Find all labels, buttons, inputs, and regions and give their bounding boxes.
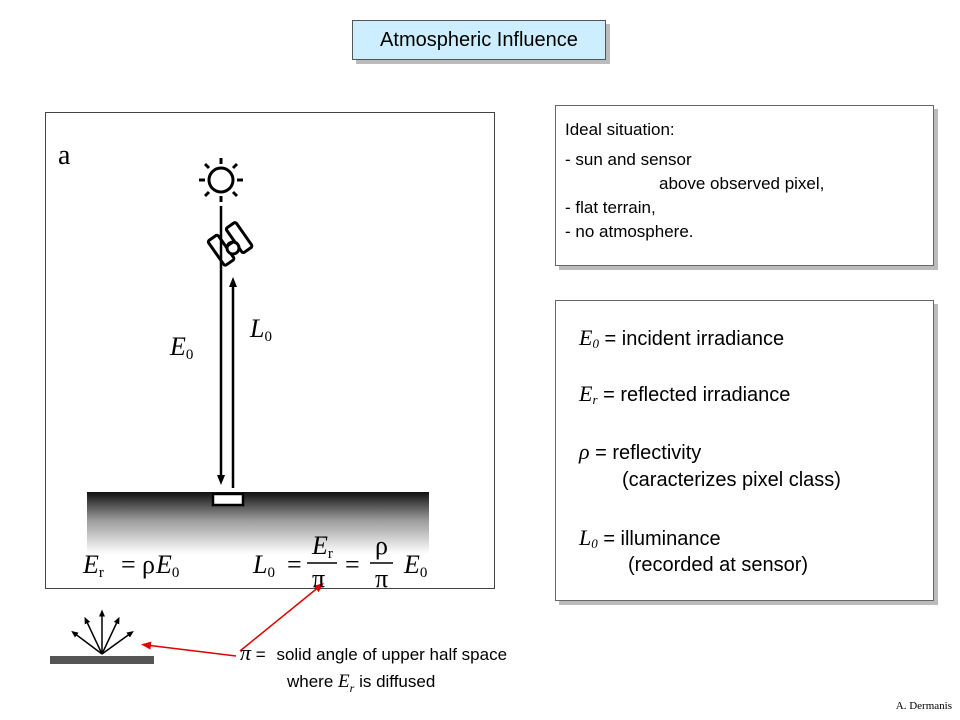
- callout-arrow-to-pi: [239, 582, 324, 652]
- pi-note-line-1: π = solid angle of upper half space: [240, 640, 508, 665]
- def-l0-note: (recorded at sensor): [628, 554, 809, 576]
- def-e0: E0 = incident irradiance: [579, 325, 785, 351]
- def-er: Er = reflected irradiance: [579, 381, 791, 407]
- er-formula-lhs: Er: [83, 550, 104, 581]
- panel-letter: a: [58, 140, 71, 171]
- author-credit: A. Dermanis: [895, 700, 952, 712]
- ideal-heading: Ideal situation:: [565, 120, 675, 139]
- l0-formula-numerator-er: Er: [312, 531, 333, 562]
- def-rho-note: (caracterizes pixel class): [622, 469, 841, 491]
- l0-formula-lhs: L0: [253, 550, 275, 581]
- l0-formula-numerator-rho: ρ: [375, 531, 388, 560]
- ground-surface: [87, 492, 429, 554]
- er-formula-equals: =: [121, 550, 136, 579]
- ideal-line-2: above observed pixel,: [659, 174, 825, 193]
- e0-label: E0: [170, 332, 194, 363]
- callout-arrow-to-icon: [141, 641, 237, 657]
- l0-formula-equals-2: =: [345, 550, 360, 579]
- er-formula-e0: E0: [156, 550, 180, 581]
- satellite-sensor-icon: [206, 221, 254, 267]
- l0-label: L0: [250, 314, 272, 345]
- er-formula-rho: ρ: [142, 550, 155, 579]
- def-rho: ρ = reflectivity: [579, 439, 702, 464]
- pixel-marker: [211, 492, 245, 507]
- def-l0: L0 = illuminance: [579, 525, 721, 551]
- ideal-line-1: - sun and sensor: [565, 150, 692, 169]
- slide-title-text: Atmospheric Influence: [380, 28, 578, 51]
- ideal-line-3: - flat terrain,: [565, 198, 656, 217]
- definitions-box: E0 = incident irradiance Er = reflected …: [555, 300, 934, 601]
- ideal-situation-box: Ideal situation: - sun and sensor above …: [555, 105, 934, 266]
- diagram-frame: [45, 112, 495, 589]
- l0-formula-denominator-pi-2: π: [375, 564, 389, 593]
- ideal-line-4: - no atmosphere.: [565, 222, 694, 241]
- diffuse-reflection-icon: [50, 609, 154, 664]
- l0-formula-equals-1: =: [287, 550, 302, 579]
- sun-icon: [199, 158, 243, 202]
- l0-formula-denominator-pi-1: π: [312, 564, 326, 593]
- slide-title: Atmospheric Influence: [352, 20, 606, 60]
- l0-formula-e0: E0: [404, 550, 428, 581]
- pi-note-line-2: where Er is diffused: [287, 671, 436, 695]
